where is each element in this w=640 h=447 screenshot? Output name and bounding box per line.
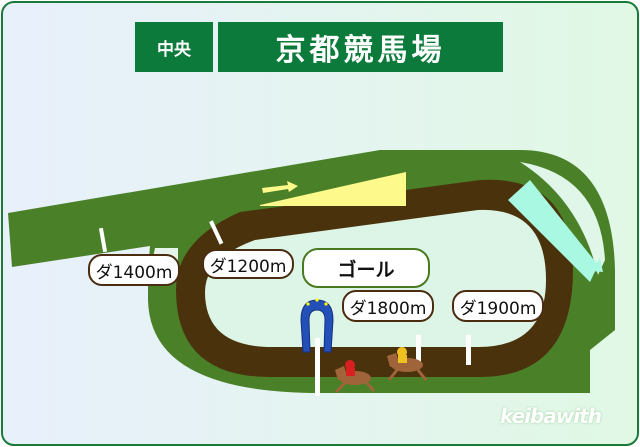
direction-arrow-top [262, 181, 298, 193]
page-title: 京都競馬場 [218, 22, 503, 72]
label-d1200: ダ1200m [202, 249, 294, 279]
direction-arrow-right [580, 250, 603, 272]
label-d1400: ダ1400m [88, 254, 180, 286]
start-post-1900 [466, 335, 471, 365]
region-badge: 中央 [135, 22, 213, 72]
brand-logo: keibawith [500, 404, 602, 428]
start-post-1400 [98, 227, 108, 253]
label-d1800: ダ1800m [342, 290, 434, 322]
goal-post [315, 338, 320, 396]
horse-jockey-red-icon [334, 360, 376, 394]
label-d1900: ダ1900m [452, 290, 544, 322]
start-post-1800 [416, 335, 421, 365]
start-post-1200 [209, 220, 224, 245]
uphill-slope [260, 172, 406, 206]
downhill-chute [508, 180, 598, 282]
horse-jockey-yellow-icon [387, 347, 428, 381]
label-goal: ゴール [302, 248, 430, 288]
goal-horseshoe-icon [300, 298, 334, 353]
